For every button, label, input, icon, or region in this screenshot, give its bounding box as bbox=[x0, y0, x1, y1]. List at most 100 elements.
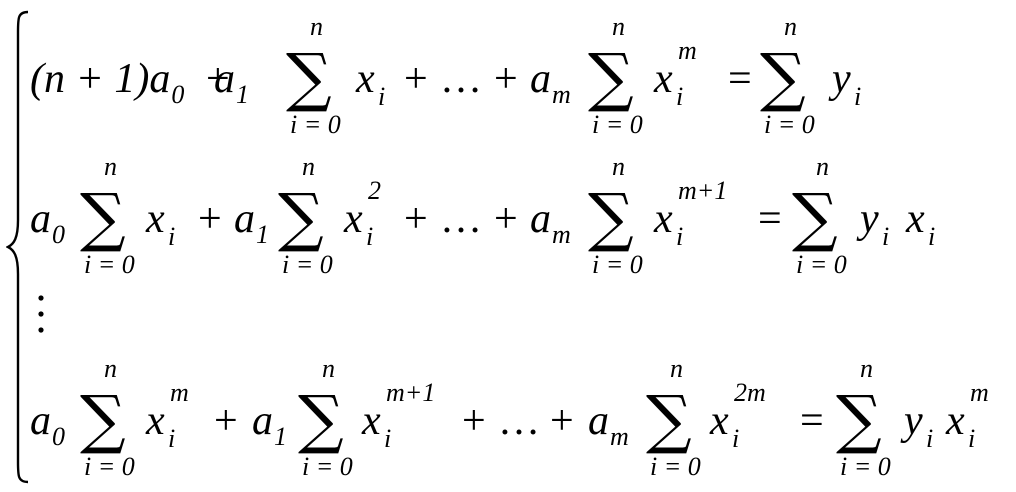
row-2-term-3-sum-lower-limit: i = 0 bbox=[592, 250, 643, 279]
row-3-term-3-coefficient: a bbox=[588, 398, 609, 444]
row-3-term-1-sum-lower-limit: i = 0 bbox=[84, 452, 135, 481]
row-1-rhs-variable: y bbox=[832, 56, 851, 102]
row-2-rhs-sum-sigma: ∑ bbox=[792, 181, 838, 255]
row-3-equals-5: = bbox=[800, 398, 824, 444]
row-1-plus-2: + bbox=[404, 56, 428, 102]
row-3-term-3-sum-lower-limit: i = 0 bbox=[650, 452, 701, 481]
row-3-term-2-coefficient: a bbox=[252, 398, 273, 444]
row-3-term-1-variable-index: i bbox=[168, 424, 176, 453]
row-3-rhs-variable-index: i bbox=[926, 424, 934, 453]
row-3-term-2-sum-sigma: ∑ bbox=[298, 383, 344, 457]
row-3-rhs-factor-index: i bbox=[968, 424, 976, 453]
row-3-plus-1: + bbox=[214, 398, 238, 444]
row-1-term-3-variable: x bbox=[654, 56, 673, 102]
row-1-term-3-sum-lower-limit: i = 0 bbox=[592, 110, 643, 139]
row-2-term-3-variable: x bbox=[654, 196, 673, 242]
row-3-term-1-coefficient-index: 0 bbox=[52, 422, 65, 451]
row-1-rhs-sum-lower-limit: i = 0 bbox=[764, 110, 815, 139]
row-2-term-1-coefficient: a bbox=[30, 196, 51, 242]
row-2-term-1-coefficient-index: 0 bbox=[52, 220, 65, 249]
row-3-term-2-sum-lower-limit: i = 0 bbox=[302, 452, 353, 481]
row-2-term-3-exponent: m+1 bbox=[678, 176, 728, 205]
row-3-term-3-variable: x bbox=[710, 398, 729, 444]
row-1-term-2-variable-index: i bbox=[378, 82, 386, 111]
row-3-term-1-sum-upper-limit: n bbox=[104, 354, 117, 383]
row-3-ellipsis-3: … bbox=[498, 398, 540, 444]
row-1-rhs-variable-index: i bbox=[854, 82, 862, 111]
row-1-term-2-coefficient: a bbox=[214, 56, 235, 102]
row-2-term-2-sum-sigma: ∑ bbox=[278, 181, 324, 255]
row-2-term-3-sum-upper-limit: n bbox=[612, 152, 625, 181]
row-2-term-3-coefficient: a bbox=[530, 196, 551, 242]
row-1-term-3-coefficient-index: m bbox=[552, 80, 571, 109]
row-2-plus-1: + bbox=[198, 196, 222, 242]
row-1-rhs-sum-upper-limit: n bbox=[784, 12, 797, 41]
row-2-term-2-exponent: 2 bbox=[368, 176, 381, 205]
row-3-term-1-exponent: m bbox=[170, 378, 189, 407]
row-3-term-1-coefficient: a bbox=[30, 398, 51, 444]
row-2-rhs-sum-lower-limit: i = 0 bbox=[796, 250, 847, 279]
row-3-term-3-sum-sigma: ∑ bbox=[646, 383, 692, 457]
row-3-term-2-exponent: m+1 bbox=[386, 378, 436, 407]
row-2-term-1-sum-upper-limit: n bbox=[104, 152, 117, 181]
row-2-term-1-sum-sigma: ∑ bbox=[80, 181, 126, 255]
row-3-term-1-variable: x bbox=[146, 398, 165, 444]
row-3-term-2-sum-upper-limit: n bbox=[322, 354, 335, 383]
row-3-term-2-variable: x bbox=[362, 398, 381, 444]
row-3-term-2-coefficient-index: 1 bbox=[274, 422, 287, 451]
row-1-rhs-sum-sigma: ∑ bbox=[760, 41, 806, 115]
row-3-rhs-sum-sigma: ∑ bbox=[836, 383, 882, 457]
row-2-term-2-variable: x bbox=[344, 196, 363, 242]
row-2-rhs-factor: x bbox=[906, 196, 925, 242]
row-1-plus-4: + bbox=[494, 56, 518, 102]
row-1-term-3-sum-sigma: ∑ bbox=[588, 41, 634, 115]
row-2-term-2-variable-index: i bbox=[366, 222, 374, 251]
row-1-term-3-exponent: m bbox=[678, 36, 697, 65]
row-3-term-3-exponent: 2m bbox=[734, 378, 766, 407]
row-2-term-1-variable: x bbox=[146, 196, 165, 242]
row-2-plus-4: + bbox=[494, 196, 518, 242]
row-1-equals-5: = bbox=[728, 56, 752, 102]
row-2-rhs-sum-upper-limit: n bbox=[816, 152, 829, 181]
row-2-term-3-coefficient-index: m bbox=[552, 220, 571, 249]
row-3-rhs-factor: x bbox=[946, 398, 965, 444]
row-3-term-3-variable-index: i bbox=[732, 424, 740, 453]
row-3-rhs-sum-upper-limit: n bbox=[860, 354, 873, 383]
row-3-plus-4: + bbox=[550, 398, 574, 444]
row-3-term-3-sum-upper-limit: n bbox=[670, 354, 683, 383]
row-3-term-1-sum-sigma: ∑ bbox=[80, 383, 126, 457]
row-1-term-1-coefficient: (n + 1)a bbox=[30, 56, 171, 102]
row-2-plus-2: + bbox=[404, 196, 428, 242]
row-1-term-3-variable-index: i bbox=[676, 82, 684, 111]
row-1-plus-1: + bbox=[206, 56, 230, 102]
row-1-term-2-sum-upper-limit: n bbox=[310, 12, 323, 41]
row-3-rhs-sum-lower-limit: i = 0 bbox=[840, 452, 891, 481]
row-1-term-1-coefficient-index: 0 bbox=[171, 80, 185, 109]
row-2-term-2-coefficient-index: 1 bbox=[256, 220, 269, 249]
row-1-term-2-sum-lower-limit: i = 0 bbox=[290, 110, 341, 139]
row-1-term-2-coefficient-index: 1 bbox=[236, 80, 249, 109]
row-3-plus-2: + bbox=[462, 398, 486, 444]
row-2-rhs-variable-index: i bbox=[882, 222, 890, 251]
row-2-equals-5: = bbox=[758, 196, 782, 242]
row-2-term-3-variable-index: i bbox=[676, 222, 684, 251]
row-3-rhs-factor-exponent: m bbox=[970, 378, 989, 407]
vertical-ellipsis bbox=[38, 295, 44, 333]
row-2-ellipsis-3: … bbox=[440, 196, 482, 242]
row-2-rhs-variable: y bbox=[860, 196, 879, 242]
row-1-term-2-sum-sigma: ∑ bbox=[286, 41, 332, 115]
row-2-term-2-sum-upper-limit: n bbox=[302, 152, 315, 181]
row-1-term-3-sum-upper-limit: n bbox=[612, 12, 625, 41]
row-3-term-3-coefficient-index: m bbox=[610, 422, 629, 451]
row-1-ellipsis-3: … bbox=[440, 56, 482, 102]
row-2-term-3-sum-sigma: ∑ bbox=[588, 181, 634, 255]
row-2-rhs-factor-index: i bbox=[928, 222, 936, 251]
row-3-rhs-variable: y bbox=[904, 398, 923, 444]
row-2-term-1-sum-lower-limit: i = 0 bbox=[84, 250, 135, 279]
row-2-term-2-sum-lower-limit: i = 0 bbox=[282, 250, 333, 279]
row-2-term-2-coefficient: a bbox=[234, 196, 255, 242]
row-1-term-3-coefficient: a bbox=[530, 56, 551, 102]
row-2-term-1-variable-index: i bbox=[168, 222, 176, 251]
row-3-term-2-variable-index: i bbox=[384, 424, 392, 453]
